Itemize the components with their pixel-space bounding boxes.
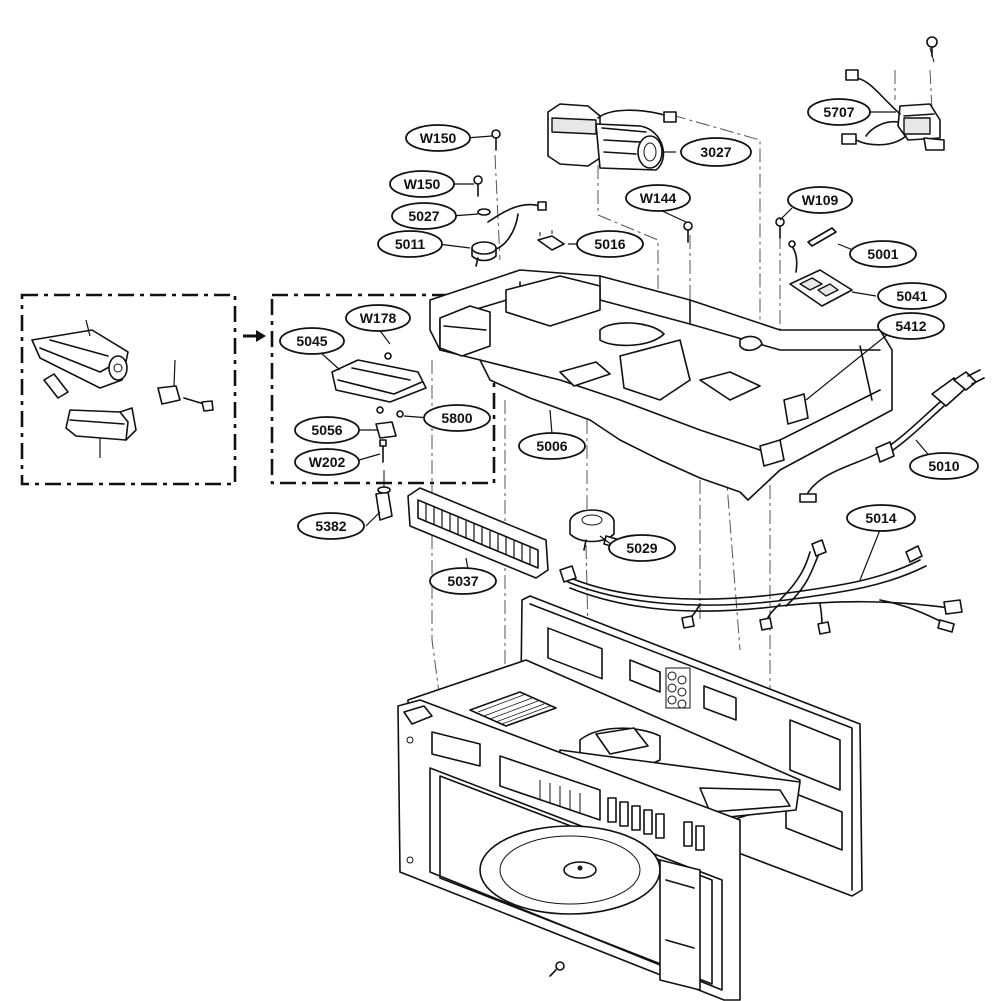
- callout-5011: 5011: [377, 230, 443, 258]
- screw-w109: [775, 217, 785, 239]
- damper-assembly-detail: [31, 319, 214, 458]
- lamp-socket-part: [375, 470, 393, 521]
- detail-arrow-icon: [243, 330, 266, 342]
- callout-w150-lower: W150: [389, 170, 455, 198]
- circuit-board-part: [788, 240, 853, 307]
- callout-5045-label: 5045: [296, 333, 327, 349]
- callout-5016-label: 5016: [594, 236, 625, 252]
- callout-5056-label: 5056: [311, 422, 342, 438]
- detail-box-right: [270, 293, 496, 485]
- screw-w150-lower: [473, 175, 483, 197]
- callout-5382: 5382: [297, 512, 365, 540]
- screw-w150-top: [491, 129, 501, 151]
- callout-w144: W144: [625, 184, 691, 212]
- callout-5056: 5056: [294, 416, 360, 444]
- callout-3027-label: 3027: [700, 144, 731, 160]
- callout-5014-label: 5014: [865, 510, 896, 526]
- callout-5382-label: 5382: [315, 518, 346, 534]
- callout-5800: 5800: [423, 404, 491, 432]
- power-cord-part: [799, 369, 985, 503]
- callout-w178: W178: [345, 304, 411, 332]
- callout-5014: 5014: [846, 504, 916, 532]
- fuse-part: [807, 227, 837, 247]
- callout-5412: 5412: [877, 312, 945, 340]
- callout-w178-label: W178: [360, 310, 397, 326]
- callout-w109: W109: [787, 186, 853, 214]
- fan-motor-part: [547, 103, 677, 171]
- detail-box-left: [20, 293, 237, 486]
- damper-assembly-parts: [331, 352, 427, 463]
- callout-5029-label: 5029: [626, 540, 657, 556]
- callout-5707: 5707: [807, 98, 871, 126]
- callout-5016: 5016: [576, 230, 644, 258]
- callout-w202: W202: [294, 448, 360, 476]
- callout-5041-label: 5041: [896, 288, 927, 304]
- thermostat-part: [471, 201, 565, 267]
- wire-harness-part: [559, 539, 963, 635]
- callout-5041: 5041: [877, 282, 947, 310]
- callout-5006: 5006: [518, 432, 586, 460]
- oven-cavity-part: [397, 595, 863, 1001]
- callout-5001-label: 5001: [867, 246, 898, 262]
- callout-w150-top-label: W150: [420, 130, 457, 146]
- callout-5001: 5001: [849, 240, 917, 268]
- grille-vent-part: [407, 487, 549, 579]
- callout-5010: 5010: [909, 452, 979, 480]
- callout-5027: 5027: [391, 202, 457, 230]
- callout-5045: 5045: [279, 327, 345, 355]
- callout-w109-label: W109: [802, 192, 839, 208]
- callout-w150-lower-label: W150: [404, 176, 441, 192]
- callout-5006-label: 5006: [536, 438, 567, 454]
- callout-5037: 5037: [429, 567, 497, 595]
- transformer-part: [841, 36, 945, 151]
- callout-5010-label: 5010: [928, 458, 959, 474]
- callout-3027: 3027: [680, 137, 752, 167]
- callout-w202-label: W202: [309, 454, 346, 470]
- callout-w144-label: W144: [640, 190, 677, 206]
- screw-w144: [683, 221, 693, 243]
- callout-5027-label: 5027: [408, 208, 439, 224]
- callout-5412-label: 5412: [895, 318, 926, 334]
- callout-5800-label: 5800: [441, 410, 472, 426]
- callout-5011-label: 5011: [395, 236, 426, 252]
- callout-5707-label: 5707: [823, 104, 854, 120]
- callout-w150-top: W150: [405, 124, 471, 152]
- callout-5029: 5029: [608, 534, 676, 562]
- callout-5037-label: 5037: [447, 573, 478, 589]
- base-plate-part: [429, 269, 893, 501]
